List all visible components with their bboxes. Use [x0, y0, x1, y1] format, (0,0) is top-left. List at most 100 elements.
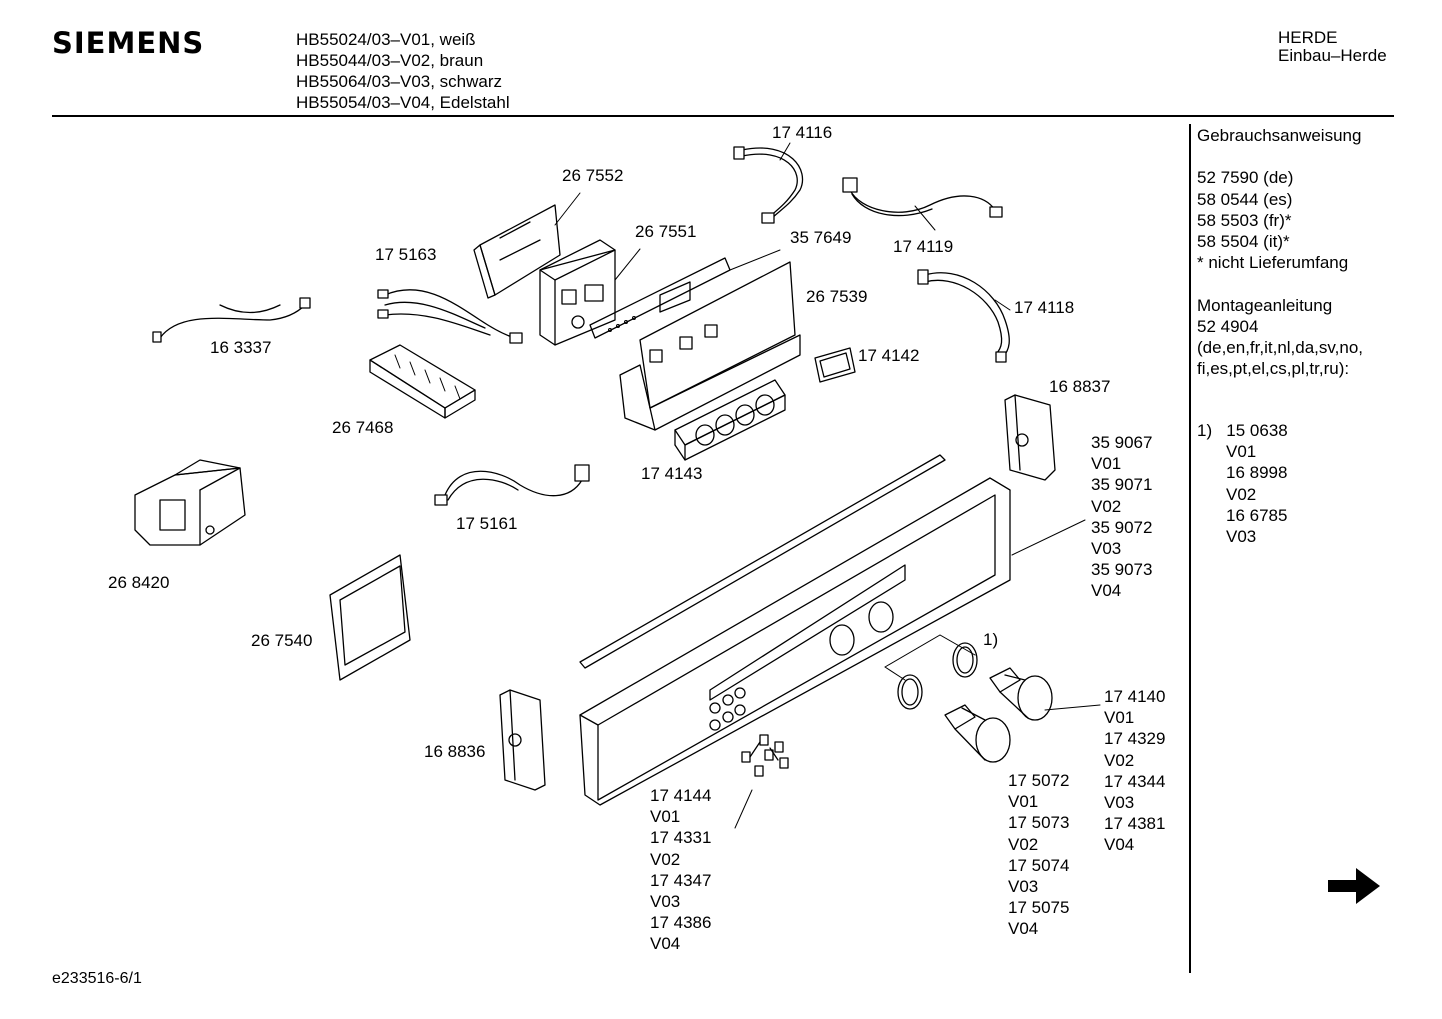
pcb-267552 — [473, 204, 561, 299]
stack-line: V02 — [1104, 750, 1135, 770]
leader-lines — [554, 142, 1101, 829]
stack-line: 17 5075 — [1008, 898, 1070, 918]
knob-174140 — [989, 667, 1053, 721]
sidebar-line: 52 7590 (de) — [1197, 168, 1294, 188]
stack-line: V03 — [650, 892, 681, 912]
stack-line: 17 4347 — [650, 870, 712, 890]
bracket-168837 — [1004, 394, 1056, 481]
stack-line: V04 — [1104, 835, 1135, 855]
exploded-view-drawing — [134, 142, 1101, 829]
sidebar-line: * nicht Lieferumfang — [1197, 253, 1349, 273]
sidebar-line: Gebrauchsanweisung — [1197, 126, 1362, 145]
stack-line: V01 — [650, 807, 681, 827]
stack-line: 35 9072 — [1091, 517, 1153, 537]
part-label: 17 4116 — [772, 123, 833, 142]
cable-174119 — [842, 177, 1003, 218]
cable-174118 — [917, 269, 1010, 363]
front-panel-359067 — [579, 477, 1011, 806]
footnote-ref: 1) — [983, 630, 999, 649]
cable-175161 — [434, 464, 590, 506]
stack-line: 17 4381 — [1104, 814, 1166, 834]
model-line: HB55044/03–V02, braun — [296, 51, 484, 70]
header-divider — [52, 115, 1394, 117]
footnote-item: V03 — [1226, 526, 1257, 546]
sidebar-line: 58 5503 (fr)* — [1197, 210, 1292, 230]
screws-174144 — [741, 734, 789, 777]
part-label: 16 8836 — [424, 742, 486, 761]
seal-strip — [579, 454, 946, 669]
footnote-item: 15 0638 — [1226, 421, 1288, 440]
stack-line: V01 — [1091, 454, 1122, 474]
stack-line: V03 — [1104, 793, 1135, 813]
model-line: HB55064/03–V03, schwarz — [296, 72, 503, 91]
part-label: 26 8420 — [108, 573, 170, 592]
part-label: 17 5161 — [456, 514, 518, 533]
sidebar-divider — [1189, 124, 1191, 973]
category-line: Einbau–Herde — [1278, 46, 1387, 65]
model-line: HB55024/03–V01, weiß — [296, 30, 476, 49]
cable-163337 — [152, 297, 311, 343]
stack-line: 17 4144 — [650, 786, 712, 805]
cable-174116 — [733, 146, 804, 224]
footnote-item: V01 — [1226, 442, 1257, 462]
bracket-267540 — [329, 554, 411, 681]
part-label: 35 7649 — [790, 228, 852, 247]
footnote-marker: 1) — [1197, 421, 1213, 440]
rings — [897, 642, 978, 710]
part-stack-buttons: 17 4144 V01 17 4331 V02 17 4347 V03 17 4… — [650, 785, 711, 955]
footnote-item: 16 8998 — [1226, 463, 1288, 483]
buttonstrip-174143 — [674, 379, 786, 461]
stack-line: V02 — [1091, 496, 1122, 516]
stack-line: 35 9067 — [1091, 433, 1153, 452]
category-line: HERDE — [1278, 28, 1338, 47]
switch-268420 — [134, 459, 246, 546]
sidebar-line — [1197, 146, 1363, 167]
part-label: 17 4119 — [893, 237, 954, 256]
stack-line: V04 — [650, 934, 681, 954]
window-174142 — [814, 347, 856, 383]
part-label: 17 4143 — [641, 464, 703, 483]
part-label: 17 5163 — [375, 245, 437, 264]
part-label: 26 7551 — [635, 222, 697, 241]
pcb-357649 — [589, 257, 731, 339]
bracket-168836 — [499, 689, 546, 791]
sidebar-line — [1197, 273, 1363, 294]
frame-267539 — [619, 261, 801, 431]
knob-175072 — [944, 704, 1011, 763]
sidebar-line: 58 0544 (es) — [1197, 189, 1293, 209]
stack-line: V04 — [1091, 581, 1122, 601]
arrow-right-icon[interactable] — [1326, 864, 1384, 908]
connector-267468 — [369, 344, 476, 419]
sidebar-line: 58 5504 (it)* — [1197, 231, 1290, 251]
part-stack-knob-right: 17 4140 V01 17 4329 V02 17 4344 V03 17 4… — [1104, 686, 1165, 856]
stack-line: 17 5072 — [1008, 771, 1070, 790]
sidebar-footnote: 1) 15 0638 V01 16 8998 V02 16 6785 V03 — [1197, 420, 1288, 547]
brand-logo: SIEMENS — [52, 26, 205, 60]
stack-line: 17 4329 — [1104, 729, 1166, 749]
sidebar-line: 52 4904 — [1197, 316, 1259, 336]
stack-line: V03 — [1091, 539, 1122, 559]
part-label: 16 3337 — [210, 338, 272, 357]
part-label: 26 7552 — [562, 166, 624, 185]
part-stack-knob-mid: 17 5072 V01 17 5073 V02 17 5074 V03 17 5… — [1008, 770, 1069, 940]
category: HERDE Einbau–Herde — [1278, 29, 1387, 65]
document-code: e233516-6/1 — [52, 970, 142, 987]
part-label: 17 4118 — [1014, 298, 1075, 317]
sidebar-line: fi,es,pt,el,cs,pl,tr,ru): — [1197, 359, 1350, 379]
sidebar-docs: Gebrauchsanweisung 52 7590 (de) 58 0544 … — [1197, 125, 1363, 379]
model-list: HB55024/03–V01, weiß HB55044/03–V02, bra… — [296, 29, 510, 113]
part-stack-front-panel: 35 9067 V01 35 9071 V02 35 9072 V03 35 9… — [1091, 432, 1152, 602]
stack-line: V04 — [1008, 919, 1039, 939]
stack-line: 17 4386 — [650, 913, 712, 933]
stack-line: V02 — [1008, 834, 1039, 854]
part-label: 16 8837 — [1049, 377, 1111, 396]
stack-line: 17 5074 — [1008, 855, 1070, 875]
stack-line: V03 — [1008, 877, 1039, 897]
stack-line: V02 — [650, 849, 681, 869]
stack-line: V01 — [1008, 792, 1039, 812]
footnote-item: 16 6785 — [1226, 505, 1288, 525]
model-line: HB55054/03–V04, Edelstahl — [296, 93, 510, 112]
module-267551 — [539, 239, 616, 346]
part-label: 26 7539 — [806, 287, 868, 306]
part-label: 26 7540 — [251, 631, 313, 650]
